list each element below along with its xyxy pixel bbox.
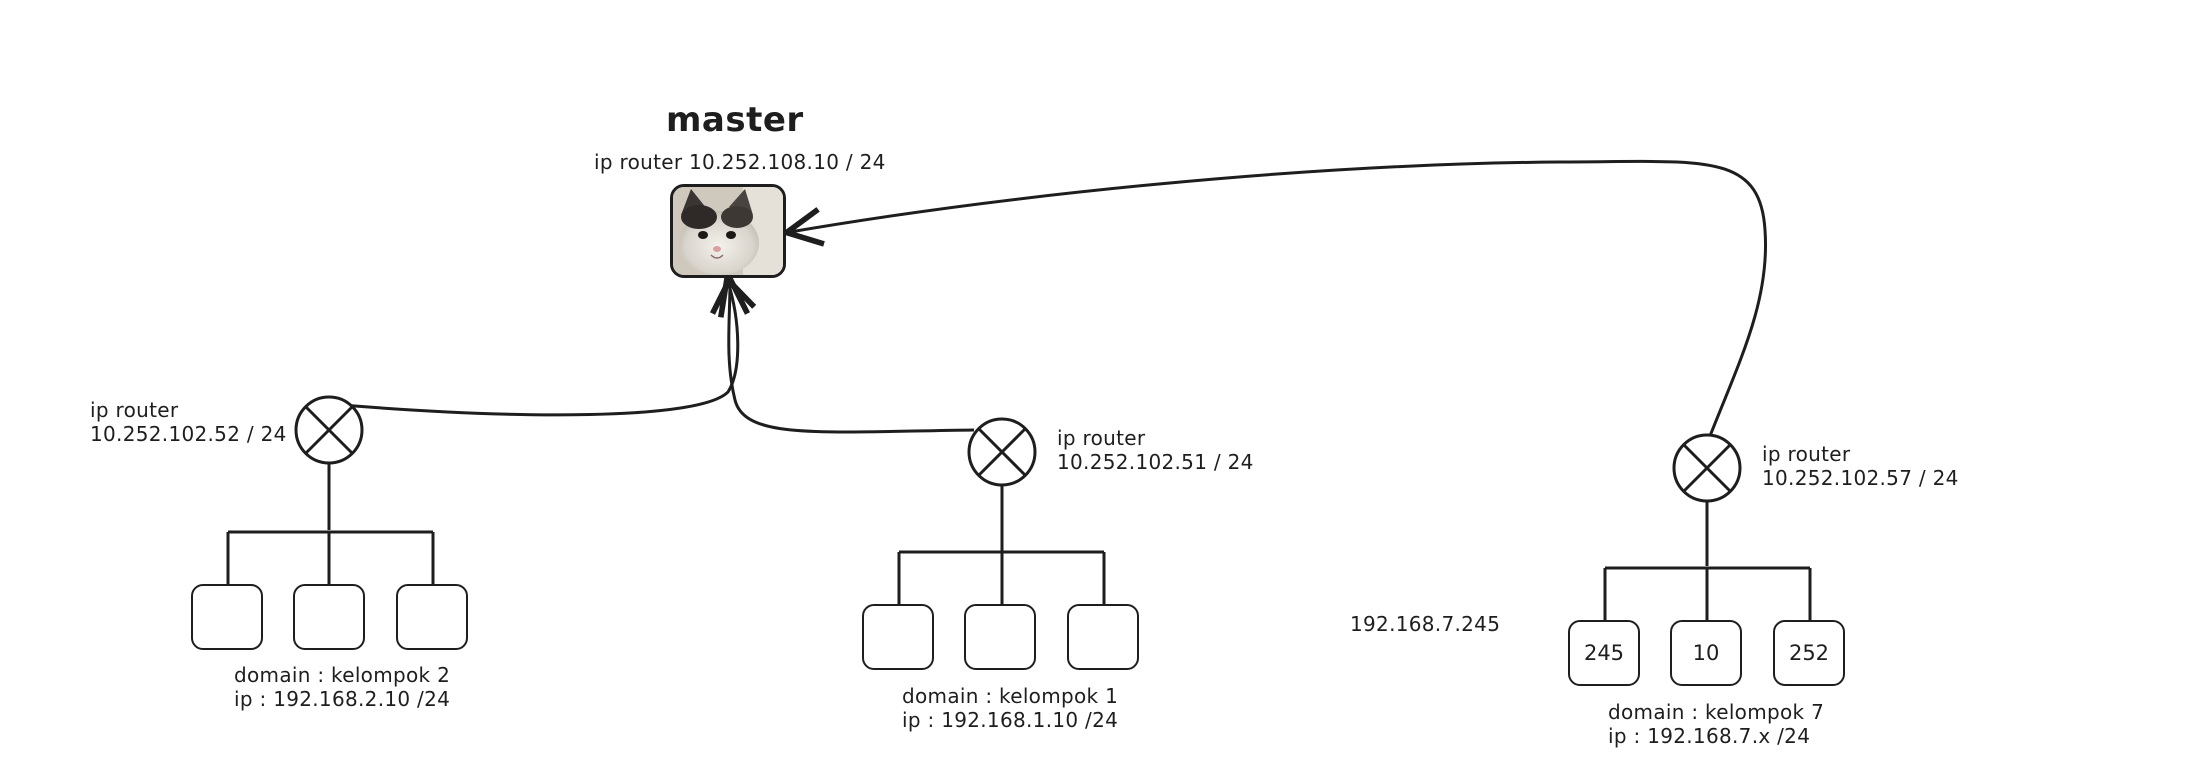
group-1-domain: domain : kelompok 2 — [234, 663, 451, 687]
router-cross-icon — [967, 417, 1037, 487]
floating-ip-text: 192.168.7.245 — [1350, 612, 1501, 636]
router-1-label-line1: ip router — [90, 398, 179, 422]
node-box[interactable]: 10 — [1670, 620, 1742, 686]
tree-group-1 — [226, 464, 435, 584]
group-2-domain: domain : kelompok 1 — [902, 684, 1119, 708]
node-box[interactable] — [964, 604, 1036, 670]
group-1-ip: ip : 192.168.2.10 /24 — [234, 687, 451, 711]
node-box[interactable] — [293, 584, 365, 650]
master-node-image[interactable] — [670, 184, 786, 278]
node-box[interactable] — [1067, 604, 1139, 670]
router-cross-icon — [294, 395, 364, 465]
group-3-domain: domain : kelompok 7 — [1608, 700, 1825, 724]
router-cross-icon — [1672, 433, 1742, 503]
node-box[interactable]: 252 — [1773, 620, 1845, 686]
link-router3-master — [790, 159, 1768, 437]
router-3-label-line1: ip router — [1762, 442, 1851, 466]
master-title: master — [666, 100, 804, 140]
tree-group-3 — [1603, 500, 1812, 620]
tree-group-2 — [897, 484, 1106, 604]
cat-photo — [673, 187, 783, 275]
router-3-label-line2: 10.252.102.57 / 24 — [1762, 466, 1959, 490]
node-box[interactable] — [862, 604, 934, 670]
router-2-label-line1: ip router — [1057, 426, 1146, 450]
master-router-label: ip router 10.252.108.10 / 24 — [594, 150, 886, 174]
node-box[interactable] — [191, 584, 263, 650]
node-box[interactable]: 245 — [1568, 620, 1640, 686]
router-2-label-line2: 10.252.102.51 / 24 — [1057, 450, 1254, 474]
link-router2-master — [729, 282, 975, 434]
group-3-ip: ip : 192.168.7.x /24 — [1608, 724, 1811, 748]
group-2-ip: ip : 192.168.1.10 /24 — [902, 708, 1119, 732]
router-1-label-line2: 10.252.102.52 / 24 — [90, 422, 287, 446]
link-router1-master — [329, 282, 738, 417]
node-box[interactable] — [396, 584, 468, 650]
